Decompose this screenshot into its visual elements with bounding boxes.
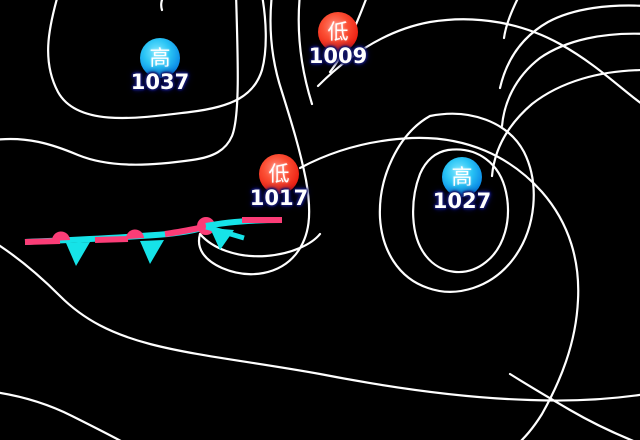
pressure-value: 1017 — [249, 186, 309, 210]
isobar-front-wave — [198, 232, 322, 258]
low-pressure-glyph: 低 — [327, 19, 349, 44]
warm-front-branch — [205, 217, 283, 229]
warm-front-bump — [51, 231, 70, 241]
low-pressure-glyph: 低 — [268, 161, 290, 186]
isobar-central-col — [197, 0, 311, 276]
isobar-sw-band — [0, 244, 640, 402]
low-pressure-icon: 低 — [259, 154, 299, 194]
isobar-ne-arc-1 — [498, 4, 640, 90]
pressure-value: 1037 — [130, 70, 190, 94]
pressure-value: 1009 — [308, 44, 368, 68]
low-pressure-icon: 低 — [318, 12, 358, 52]
high-pressure-glyph: 高 — [149, 45, 171, 70]
high-pressure-icon: 高 — [442, 157, 482, 197]
isobar-se-band — [508, 372, 634, 440]
isobar-e-high-inner — [412, 148, 510, 274]
isobar-e-high-outer — [378, 112, 535, 293]
isobar-e-main — [298, 136, 580, 440]
cold-front-spike — [140, 240, 164, 264]
warm-front-bump — [125, 229, 144, 239]
stationary-front-main — [24, 224, 206, 245]
isobar-w-band — [0, 0, 239, 166]
high-pressure-icon: 高 — [140, 38, 180, 78]
isobar-s-band — [0, 391, 122, 440]
isobar-n-trough — [160, 0, 164, 12]
cold-front-spike — [66, 242, 90, 266]
isobar-ne-arc-3 — [490, 69, 640, 178]
isobar-ne-arc-4 — [502, 0, 519, 40]
isobar-n-col-2 — [297, 0, 314, 106]
isobar-nw-ridge — [47, 0, 267, 120]
isobar-ne-arc-2 — [500, 32, 640, 128]
high-pressure-glyph: 高 — [451, 164, 473, 189]
cold-front-branch — [205, 224, 245, 250]
pressure-value: 1027 — [432, 189, 492, 213]
